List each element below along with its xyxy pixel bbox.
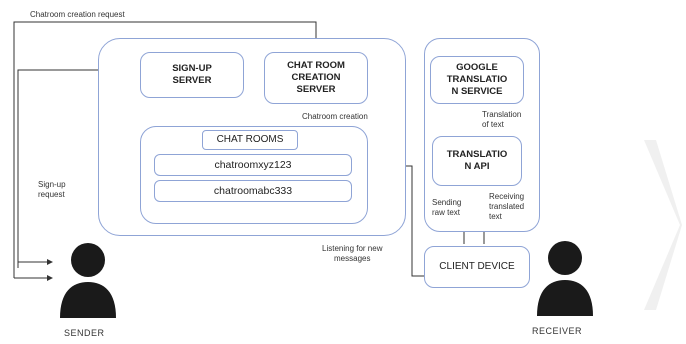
- sending-raw-text-label-1: Sending: [432, 198, 462, 207]
- chat-rooms-title: CHAT ROOMS: [202, 130, 298, 150]
- chatroom-item-1: chatroomxyz123: [154, 154, 352, 176]
- google-translation-label-1: GOOGLE: [456, 62, 498, 74]
- chat-room-creation-server-label-3: SERVER: [296, 83, 336, 95]
- receiving-translated-text-label-3: text: [489, 212, 502, 221]
- signup-request-label-1: Sign-up: [38, 180, 66, 189]
- chat-room-creation-server-label-2: CREATION: [291, 72, 341, 84]
- listening-label-1: Listening for new: [322, 244, 383, 253]
- translation-of-text-label-2: of text: [482, 120, 504, 129]
- chatroom-item-1-label: chatroomxyz123: [214, 159, 292, 171]
- chat-rooms-title-label: CHAT ROOMS: [216, 133, 284, 145]
- translation-api: TRANSLATIO N API: [432, 136, 522, 186]
- translation-api-label-1: TRANSLATIO: [446, 149, 508, 161]
- google-translation-service: GOOGLE TRANSLATIO N SERVICE: [430, 56, 524, 104]
- chatroom-creation-request-label: Chatroom creation request: [30, 10, 125, 19]
- signup-request-label: Sign-up request: [38, 180, 66, 200]
- translation-api-label-2: N API: [464, 161, 490, 172]
- chat-room-creation-server-label-1: CHAT ROOM: [287, 60, 345, 72]
- sending-raw-text-label-2: raw text: [432, 208, 461, 217]
- google-translation-label-3: N SERVICE: [451, 85, 503, 97]
- chat-room-creation-server: CHAT ROOM CREATION SERVER: [264, 52, 368, 104]
- signup-server-label-2: SERVER: [172, 75, 212, 86]
- sender-person-icon: [60, 243, 116, 318]
- signup-request-label-2: request: [38, 190, 65, 199]
- signup-server: SIGN-UP SERVER: [140, 52, 244, 98]
- chatroom-creation-request-arrow: [13, 21, 319, 278]
- client-device: CLIENT DEVICE: [424, 246, 530, 288]
- chatroom-item-2-label: chatroomabc333: [213, 185, 293, 197]
- chevron-right-icon: [644, 140, 682, 310]
- listening-label: Listening for new messages: [322, 244, 382, 264]
- listening-label-2: messages: [334, 254, 371, 263]
- translation-of-text-label-1: Translation: [482, 110, 522, 119]
- sender-label: SENDER: [64, 328, 105, 338]
- receiving-translated-text-label: Receiving translated text: [489, 192, 524, 222]
- receiving-translated-text-label-1: Receiving: [489, 192, 525, 201]
- sending-raw-text-label: Sending raw text: [432, 198, 461, 218]
- google-translation-label-2: TRANSLATIO: [446, 74, 508, 86]
- signup-server-label-1: SIGN-UP: [172, 63, 212, 75]
- receiving-translated-text-label-2: translated: [489, 202, 525, 211]
- translation-of-text-label: Translation of text: [482, 110, 521, 130]
- receiver-label: RECEIVER: [532, 326, 583, 336]
- chatroom-item-2: chatroomabc333: [154, 180, 352, 202]
- receiver-person-icon: [537, 241, 593, 316]
- client-device-label: CLIENT DEVICE: [439, 260, 515, 272]
- chatroom-creation-label: Chatroom creation: [302, 112, 368, 121]
